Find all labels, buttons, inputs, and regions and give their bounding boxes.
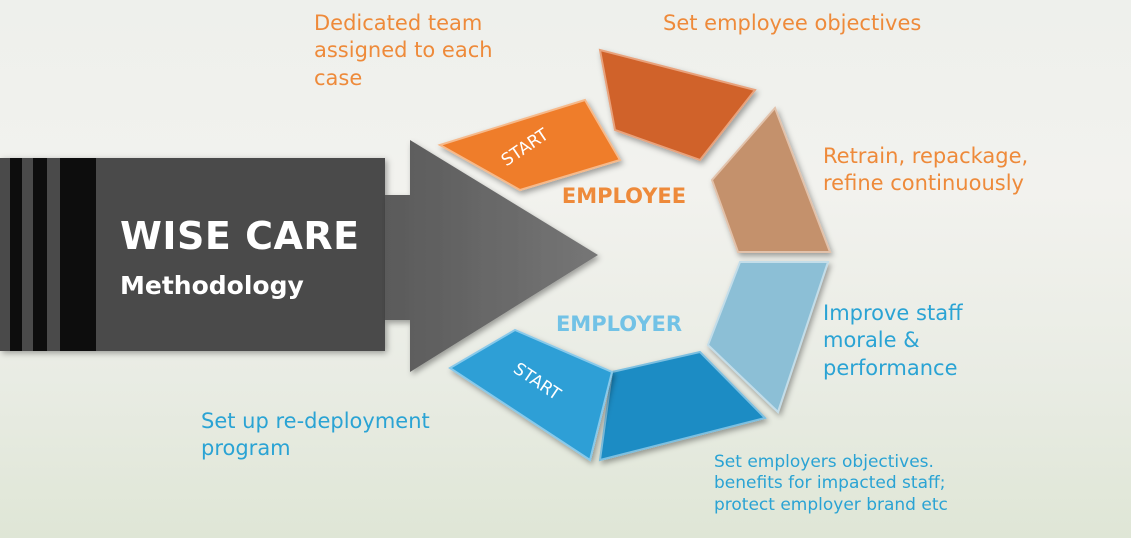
title-stripe-3 bbox=[60, 158, 96, 351]
employer-step-3-line-2: program bbox=[201, 436, 291, 461]
employee-step-3-line-2: refine continuously bbox=[823, 171, 1024, 196]
center-employee: EMPLOYEE bbox=[562, 184, 686, 208]
employee-step-1-line-3: case bbox=[314, 65, 363, 90]
employee-step-1: Dedicated team assigned to each case bbox=[314, 10, 493, 92]
employer-step-2-line-2: benefits for impacted staff; bbox=[714, 473, 946, 494]
title-stripe-2 bbox=[33, 158, 47, 351]
segment-employer-start bbox=[448, 328, 614, 462]
employer-step-3: Set up re-deployment program bbox=[201, 408, 430, 463]
segment-employer-2 bbox=[598, 350, 767, 462]
big-arrow bbox=[385, 140, 598, 372]
employee-step-3: Retrain, repackage, refine continuously bbox=[823, 143, 1028, 198]
title-main: WISE CARE bbox=[120, 214, 360, 258]
employer-step-1-line-3: performance bbox=[823, 355, 958, 380]
title-sub: Methodology bbox=[120, 271, 304, 300]
segment-employee-start bbox=[437, 98, 622, 192]
segment-employee-2 bbox=[598, 48, 757, 162]
employer-step-1-line-2: morale & bbox=[823, 328, 920, 353]
employer-step-2-line-1: Set employers objectives. bbox=[714, 452, 934, 472]
title-stripe-1 bbox=[10, 158, 22, 351]
employee-step-3-line-1: Retrain, repackage, bbox=[823, 144, 1029, 168]
employer-step-1-line-1: Improve staff bbox=[823, 301, 963, 325]
employee-step-2: Set employee objectives bbox=[663, 10, 921, 37]
employee-step-1-line-1: Dedicated team bbox=[314, 11, 483, 35]
segment-employer-1 bbox=[706, 261, 830, 414]
employer-step-2: Set employers objectives. benefits for i… bbox=[714, 452, 948, 516]
employer-step-2-line-3: protect employer brand etc bbox=[714, 494, 948, 515]
segment-employee-3 bbox=[710, 106, 832, 253]
employee-step-1-line-2: assigned to each bbox=[314, 38, 493, 63]
employer-step-3-line-1: Set up re-deployment bbox=[201, 409, 430, 433]
employer-step-1: Improve staff morale & performance bbox=[823, 300, 963, 382]
center-employer: EMPLOYER bbox=[556, 312, 682, 336]
employee-step-2-line-1: Set employee objectives bbox=[663, 11, 922, 35]
